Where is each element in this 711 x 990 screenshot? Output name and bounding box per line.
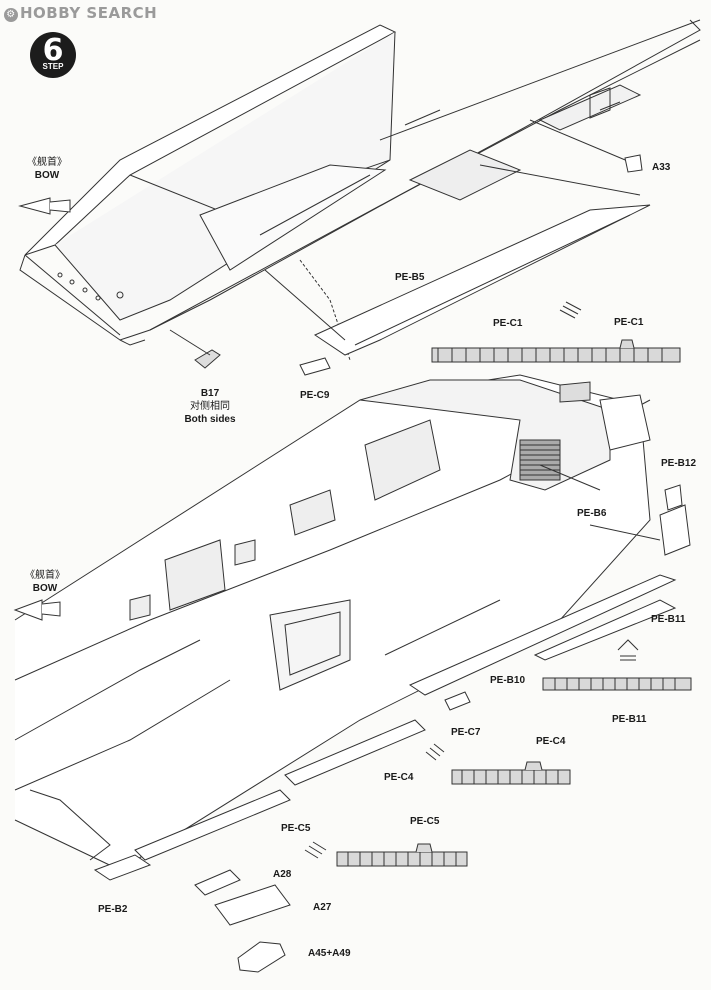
bow-label-top-cn: 《舰首》 xyxy=(27,157,67,168)
watermark: ⚙HOBBY SEARCH xyxy=(4,4,157,22)
part-label-pe-c1-detail: PE-C1 xyxy=(614,317,644,328)
lower-pe-parts xyxy=(93,464,691,973)
part-label-pe-b2: PE-B2 xyxy=(98,904,128,915)
part-label-pe-b11-detail: PE-B11 xyxy=(612,714,647,725)
part-label-a28: A28 xyxy=(273,869,292,880)
pe-c5-detail-strip xyxy=(336,843,468,867)
bow-label-top-en: BOW xyxy=(34,170,60,181)
b17-note-cn: 对侧相同 xyxy=(190,401,230,412)
part-label-pe-c9: PE-C9 xyxy=(300,390,330,401)
part-label-a33: A33 xyxy=(652,162,671,173)
part-label-pe-b11: PE-B11 xyxy=(651,614,686,625)
part-label-pe-c7: PE-C7 xyxy=(451,727,481,738)
pe-b11-detail-strip xyxy=(542,677,692,691)
part-label-pe-b12: PE-B12 xyxy=(661,458,697,469)
part-label-pe-c4-detail: PE-C4 xyxy=(536,736,566,747)
b17-part xyxy=(169,329,221,369)
pe-c1-detail-strip xyxy=(431,339,681,363)
part-label-pe-b5: PE-B5 xyxy=(395,272,425,283)
b17-note-en: Both sides xyxy=(184,414,236,425)
gear-icon: ⚙ xyxy=(4,8,18,22)
step-badge: 6 STEP xyxy=(30,32,76,78)
part-label-a27: A27 xyxy=(313,902,332,913)
lower-hull-section xyxy=(13,374,651,871)
part-label-b17: B17 xyxy=(200,388,220,399)
pe-c4-detail-strip xyxy=(451,761,571,785)
assembly-direction-hatch xyxy=(559,301,582,319)
bow-label-bottom-cn: 《舰首》 xyxy=(25,570,65,581)
upper-hull-section xyxy=(18,19,701,361)
bow-label-bottom-en: BOW xyxy=(32,583,58,594)
step-badge-shape xyxy=(30,32,76,78)
part-label-pe-c5-detail: PE-C5 xyxy=(410,816,440,827)
upper-pe-parts xyxy=(264,119,651,376)
hatch-arrows xyxy=(304,639,639,859)
step-number: 6 xyxy=(42,33,64,68)
part-label-a45-a49: A45+A49 xyxy=(308,948,351,959)
part-label-pe-b6: PE-B6 xyxy=(577,508,607,519)
part-label-pe-c5: PE-C5 xyxy=(281,823,311,834)
part-label-pe-b10: PE-B10 xyxy=(490,675,526,686)
watermark-text: HOBBY SEARCH xyxy=(20,4,158,22)
part-label-pe-c1: PE-C1 xyxy=(493,318,523,329)
step-label: STEP xyxy=(42,62,64,71)
part-label-pe-c4: PE-C4 xyxy=(384,772,414,783)
